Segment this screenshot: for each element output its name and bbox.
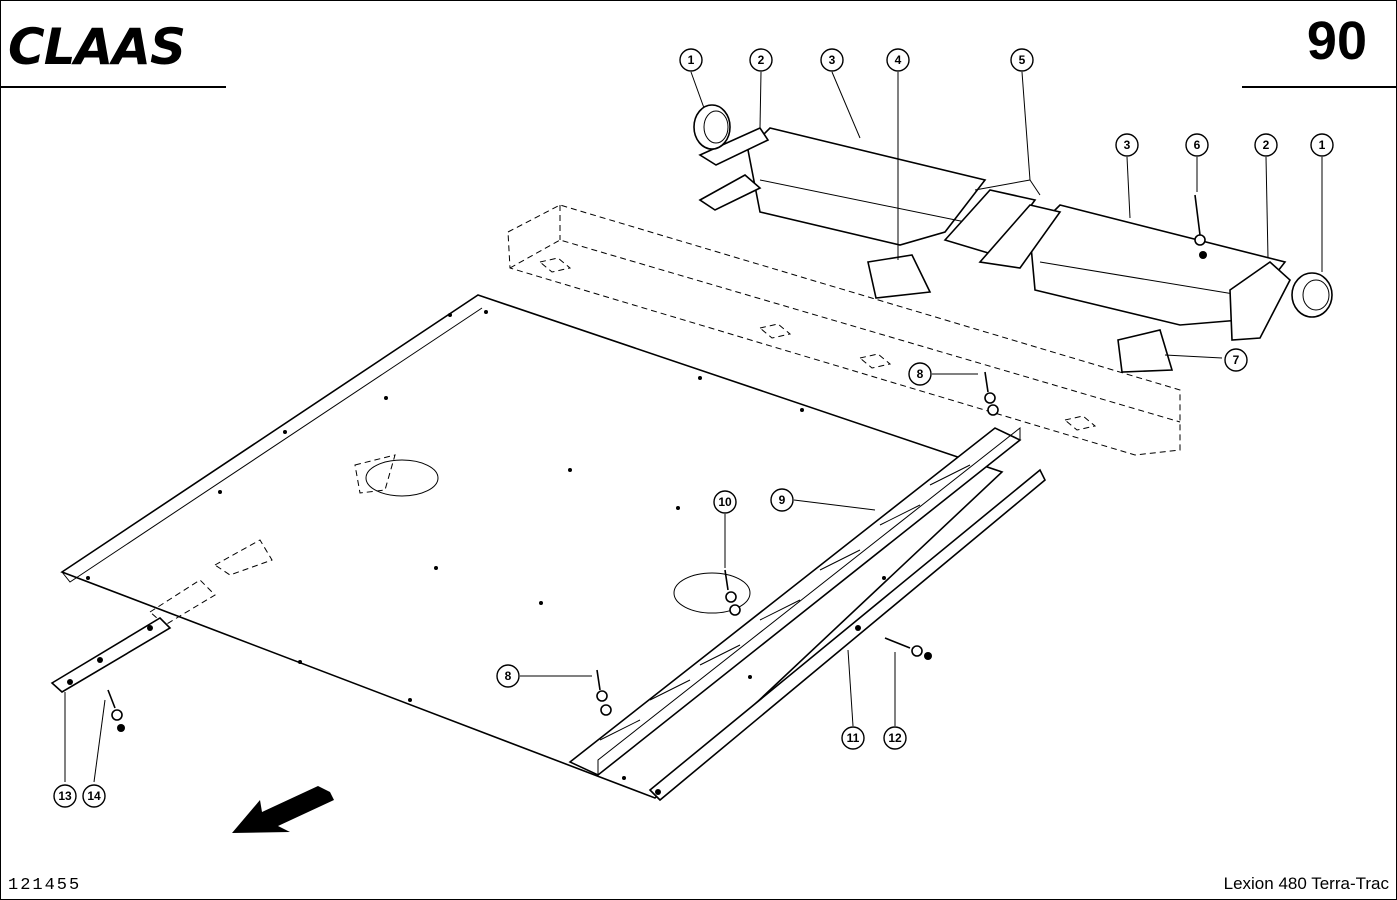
main-floor-plate bbox=[60, 294, 1004, 799]
callout-11: 11 bbox=[841, 726, 865, 750]
bolt-12 bbox=[884, 637, 932, 660]
callout-1-left: 1 bbox=[679, 48, 703, 72]
callout-10: 10 bbox=[713, 490, 737, 514]
callout-2-left: 2 bbox=[749, 48, 773, 72]
brand-logo-text: CLAAS bbox=[8, 18, 186, 76]
callout-12: 12 bbox=[883, 726, 907, 750]
svg-text:5: 5 bbox=[1019, 53, 1026, 67]
plate-holes bbox=[86, 310, 886, 780]
svg-text:8: 8 bbox=[505, 669, 512, 683]
svg-text:7: 7 bbox=[1233, 353, 1240, 367]
bolt-8-upper bbox=[984, 371, 999, 416]
svg-text:1: 1 bbox=[1319, 138, 1326, 152]
callout-1-right: 1 bbox=[1310, 133, 1334, 157]
svg-text:8: 8 bbox=[917, 367, 924, 381]
svg-text:11: 11 bbox=[847, 731, 860, 745]
front-strip-13 bbox=[50, 616, 172, 693]
claas-logo: CLAAS bbox=[8, 18, 230, 76]
upper-shield-right bbox=[943, 189, 1291, 373]
model-name: Lexion 480 Terra-Trac bbox=[1223, 874, 1389, 893]
callout-8-lower: 8 bbox=[496, 664, 520, 688]
callout-5: 5 bbox=[1010, 48, 1034, 72]
drawing-number: 121455 bbox=[8, 876, 82, 895]
forward-direction-arrow-icon bbox=[232, 786, 334, 833]
bushing-right bbox=[1291, 272, 1333, 318]
svg-text:9: 9 bbox=[779, 493, 786, 507]
svg-text:10: 10 bbox=[718, 495, 732, 509]
header-rule-left bbox=[0, 86, 226, 88]
bolt-8-lower bbox=[596, 669, 612, 716]
upper-shield-left bbox=[698, 126, 987, 299]
callout-3-right: 3 bbox=[1115, 133, 1139, 157]
svg-text:3: 3 bbox=[1124, 138, 1131, 152]
leader-lines bbox=[64, 71, 1323, 783]
svg-text:4: 4 bbox=[895, 53, 902, 67]
callout-7: 7 bbox=[1224, 348, 1248, 372]
callout-2-right: 2 bbox=[1254, 133, 1278, 157]
callout-13: 13 bbox=[53, 784, 77, 808]
page-number: 90 bbox=[1306, 11, 1367, 71]
svg-text:12: 12 bbox=[888, 731, 902, 745]
callout-6: 6 bbox=[1185, 133, 1209, 157]
callout-3-left: 3 bbox=[820, 48, 844, 72]
callout-14: 14 bbox=[82, 784, 106, 808]
support-rail-9 bbox=[568, 426, 1022, 776]
svg-text:3: 3 bbox=[829, 53, 836, 67]
bolt-6 bbox=[1194, 194, 1207, 259]
callout-8-upper: 8 bbox=[908, 362, 932, 386]
callout-9: 9 bbox=[770, 488, 794, 512]
svg-text:2: 2 bbox=[758, 53, 765, 67]
screw-14 bbox=[107, 689, 125, 732]
svg-text:1: 1 bbox=[688, 53, 695, 67]
side-rail-11 bbox=[648, 468, 1046, 802]
svg-text:13: 13 bbox=[58, 789, 72, 803]
ghost-beam-outline bbox=[507, 204, 1181, 456]
svg-text:6: 6 bbox=[1194, 138, 1201, 152]
callout-4: 4 bbox=[886, 48, 910, 72]
header-rule-right bbox=[1242, 86, 1396, 88]
svg-text:14: 14 bbox=[87, 789, 101, 803]
bolt-10 bbox=[724, 569, 741, 616]
svg-text:2: 2 bbox=[1263, 138, 1270, 152]
bushing-left bbox=[693, 104, 731, 150]
